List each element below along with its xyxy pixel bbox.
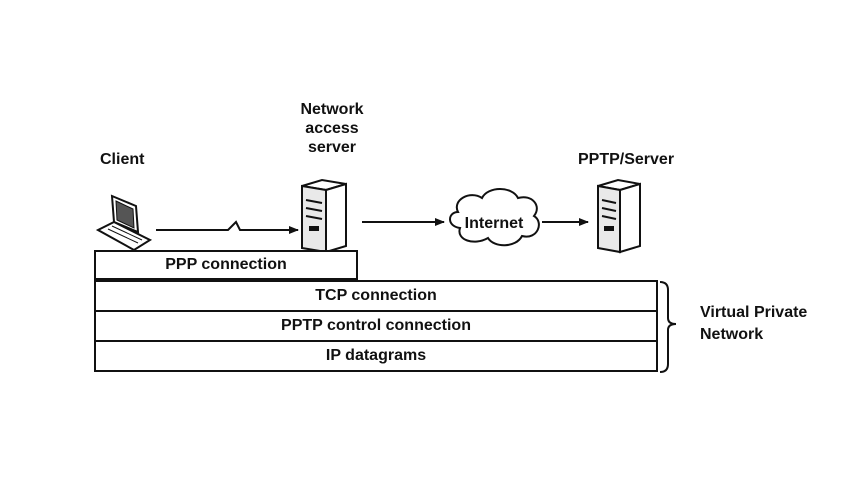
cloud-icon: Internet bbox=[449, 188, 540, 247]
vpn-label-line: Virtual Private bbox=[700, 304, 808, 321]
dialup-link-arrow bbox=[156, 220, 299, 234]
nas-label-line: access bbox=[305, 120, 359, 137]
pptp-server-icon bbox=[597, 178, 641, 254]
nas-server-icon bbox=[301, 178, 347, 254]
vpn-label-line: Network bbox=[700, 326, 764, 343]
client-label: Client bbox=[100, 151, 145, 168]
nas-label-line: Network bbox=[300, 101, 364, 118]
internet-label: Internet bbox=[465, 215, 524, 232]
nas-label: Network access server bbox=[292, 100, 372, 157]
layer-ip-datagrams: IP datagrams bbox=[94, 342, 658, 372]
nas-label-line: server bbox=[307, 139, 357, 156]
layer-ppp-connection: PPP connection bbox=[94, 250, 358, 280]
laptop-icon bbox=[95, 194, 153, 252]
vpn-bracket bbox=[659, 281, 677, 373]
layer-tcp-connection: TCP connection bbox=[94, 280, 658, 312]
pptp-server-label: PPTP/Server bbox=[578, 151, 675, 168]
vpn-label: Virtual Private Network bbox=[700, 302, 807, 346]
layer-pptp-control-connection: PPTP control connection bbox=[94, 312, 658, 342]
